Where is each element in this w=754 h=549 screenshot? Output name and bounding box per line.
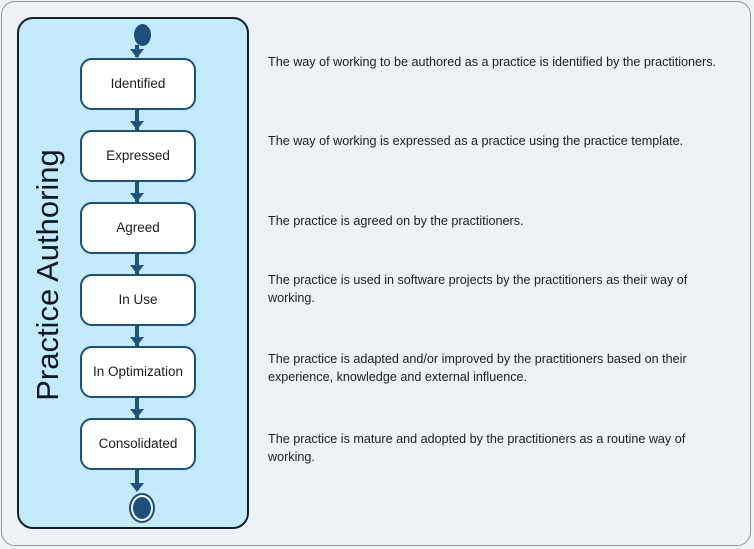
state-box-agreed[interactable]: Agreed (80, 202, 196, 254)
state-label-identified: Identified (110, 76, 166, 91)
practice-authoring-partition: Practice Authoring Identified Expressed … (17, 17, 249, 529)
arrowhead-identified-to-expressed (130, 121, 144, 130)
state-box-identified[interactable]: Identified (80, 58, 196, 110)
arrowhead-consolidated-to-final (130, 483, 144, 492)
state-box-in-optimization[interactable]: In Optimization (80, 346, 196, 398)
state-box-consolidated[interactable]: Consolidated (80, 418, 196, 470)
arrowhead-in-use-to-in-optimization (130, 337, 144, 346)
state-label-consolidated: Consolidated (98, 436, 178, 451)
connector-expressed-to-agreed (135, 182, 139, 202)
partition-label: Practice Authoring (30, 149, 65, 401)
connector-identified-to-expressed (135, 110, 139, 130)
description-agreed: The practice is agreed on by the practit… (268, 214, 524, 228)
initial-state-node (134, 24, 151, 46)
state-label-agreed: Agreed (116, 220, 160, 235)
final-state-node (131, 495, 153, 521)
connector-consolidated-to-final (135, 470, 139, 490)
state-box-in-use[interactable]: In Use (80, 274, 196, 326)
arrowhead-agreed-to-in-use (130, 265, 144, 274)
state-box-expressed[interactable]: Expressed (80, 130, 196, 182)
description-in-use: The practice is used in software project… (268, 273, 688, 305)
description-identified: The way of working to be authored as a p… (268, 55, 717, 69)
state-flow-column: Identified Expressed Agreed In Use (80, 19, 214, 531)
arrowhead-start-to-identified (130, 49, 144, 58)
connector-agreed-to-in-use (135, 254, 139, 274)
connector-in-optimization-to-consolidated (135, 398, 139, 418)
state-descriptions: The way of working to be authored as a p… (268, 0, 738, 549)
description-consolidated: The practice is mature and adopted by th… (268, 432, 686, 464)
description-in-optimization: The practice is adapted and/or improved … (268, 352, 687, 384)
arrowhead-expressed-to-agreed (130, 193, 144, 202)
state-label-in-optimization: In Optimization (92, 364, 184, 379)
state-label-in-use: In Use (118, 292, 158, 307)
connector-in-use-to-in-optimization (135, 326, 139, 346)
arrowhead-in-optimization-to-consolidated (130, 409, 144, 418)
state-label-expressed: Expressed (106, 148, 170, 163)
description-expressed: The way of working is expressed as a pra… (268, 134, 684, 148)
